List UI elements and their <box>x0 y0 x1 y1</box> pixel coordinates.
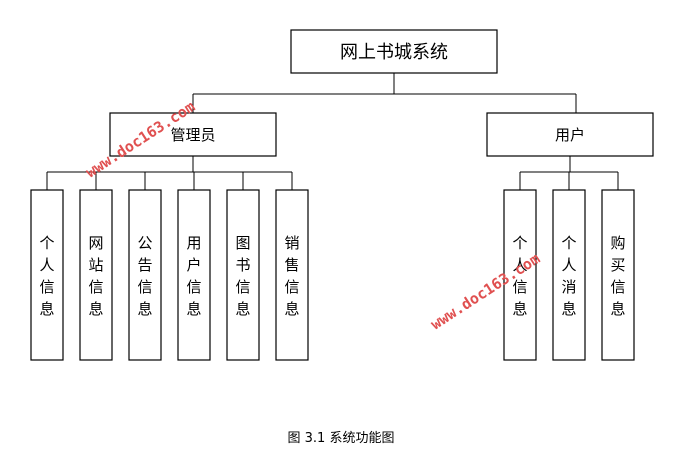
admin-leaf-group: 个人信息 网站信息 公告信息 用户信息 图书信息 销售信息 <box>30 189 309 361</box>
leaf-box <box>275 189 309 361</box>
user-leaf-group: 个人信息 个人消息 购买信息 <box>503 189 635 361</box>
leaf-label: 图书信息 <box>235 234 250 318</box>
connector-lines <box>46 73 619 190</box>
figure-caption: 图 3.1 系统功能图 <box>288 431 395 446</box>
leaf-label: 用户信息 <box>186 234 201 318</box>
leaf-node: 购买信息 <box>601 189 635 361</box>
leaf-label: 销售信息 <box>284 234 299 318</box>
branch-user: 用户 <box>486 112 654 157</box>
leaf-node: 公告信息 <box>128 189 162 361</box>
branch-user-label: 用户 <box>555 126 585 144</box>
leaf-node: 个人信息 <box>503 189 537 361</box>
root-label: 网上书城系统 <box>340 42 448 63</box>
leaf-node: 用户信息 <box>177 189 211 361</box>
leaf-box <box>128 189 162 361</box>
leaf-box <box>79 189 113 361</box>
leaf-label: 网站信息 <box>88 234 103 318</box>
branch-admin-label: 管理员 <box>170 126 215 144</box>
leaf-node: 个人消息 <box>552 189 586 361</box>
leaf-label: 个人信息 <box>39 234 54 318</box>
leaf-box <box>30 189 64 361</box>
leaf-label: 公告信息 <box>137 234 152 318</box>
leaf-box <box>552 189 586 361</box>
branch-admin: 管理员 <box>109 112 277 157</box>
leaf-label: 个人消息 <box>561 234 576 318</box>
leaf-node: 销售信息 <box>275 189 309 361</box>
leaf-label: 购买信息 <box>610 234 625 318</box>
leaf-box <box>503 189 537 361</box>
leaf-box <box>226 189 260 361</box>
root-node: 网上书城系统 <box>290 29 498 74</box>
leaf-node: 网站信息 <box>79 189 113 361</box>
leaf-label: 个人信息 <box>512 234 527 318</box>
leaf-box <box>177 189 211 361</box>
leaf-node: 个人信息 <box>30 189 64 361</box>
leaf-box <box>601 189 635 361</box>
leaf-node: 图书信息 <box>226 189 260 361</box>
